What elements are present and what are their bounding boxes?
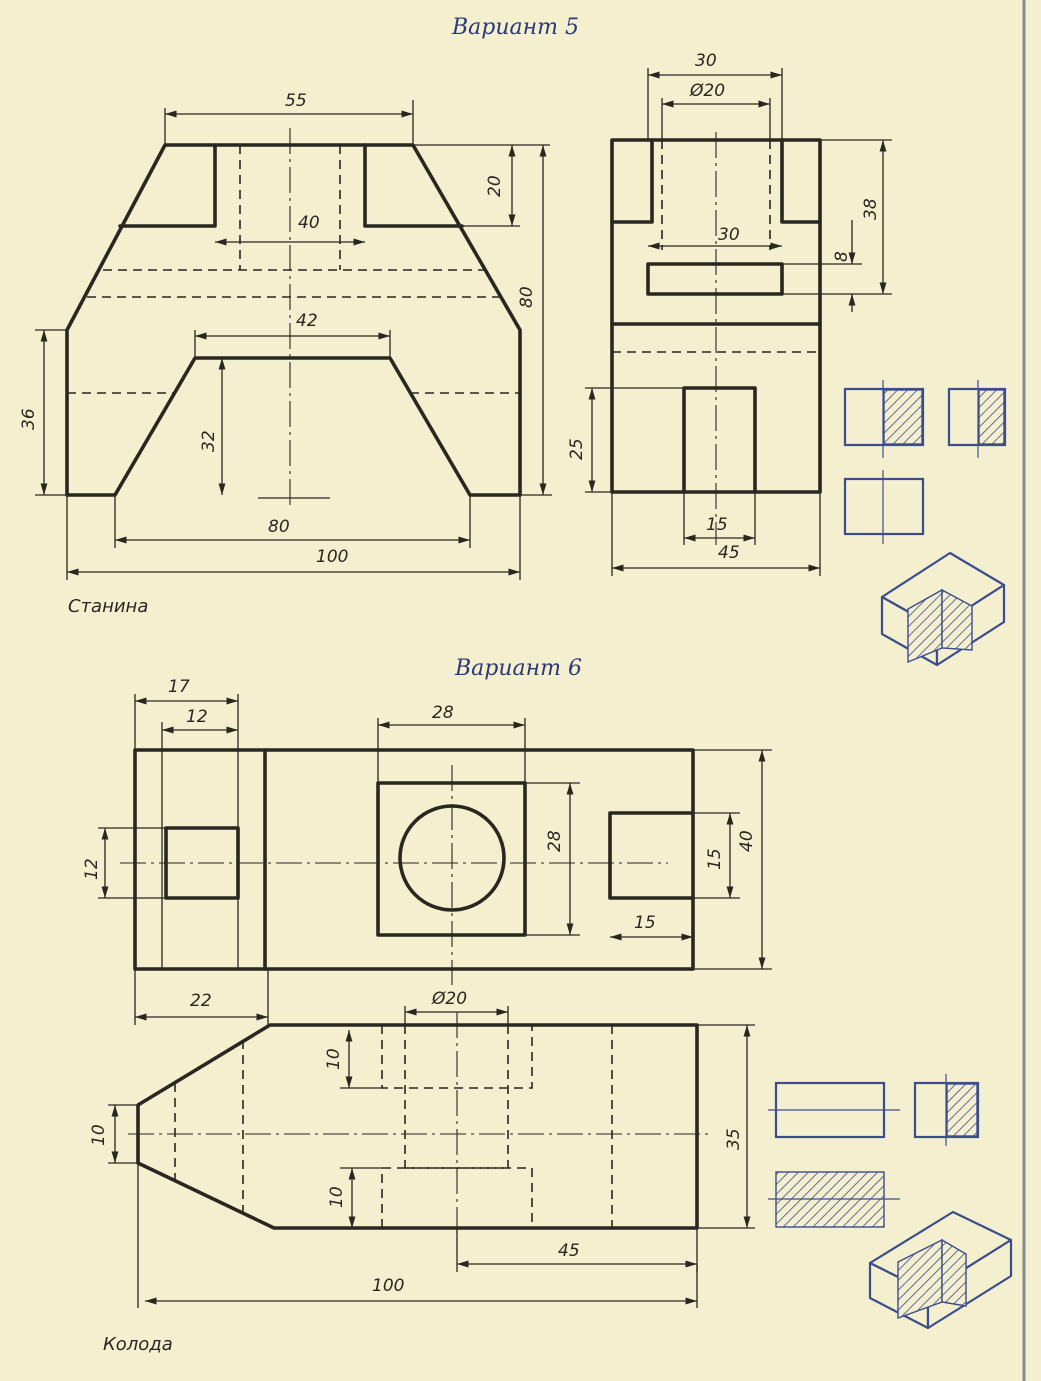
dim-10-bottom: 10 — [327, 1186, 347, 1208]
dim-55: 55 — [285, 91, 307, 111]
dim-phi20: Ø20 — [689, 81, 725, 101]
dim-80-horizontal: 80 — [268, 517, 290, 537]
dim-25: 25 — [567, 438, 587, 460]
v6-isometric-sketch — [868, 1210, 1013, 1330]
v5-section-hints — [843, 380, 1007, 544]
v5-side-dimensions: 30 Ø20 30 38 8 25 15 45 — [567, 51, 892, 576]
dim-45: 45 — [718, 543, 740, 563]
variant5-title: Вариант 5 — [451, 15, 579, 40]
v5-side-view — [610, 132, 822, 545]
v6-section-hints — [768, 1074, 980, 1228]
dim-42: 42 — [296, 311, 318, 331]
dim-12-top: 12 — [186, 707, 208, 727]
v6-front-view — [128, 1012, 712, 1240]
v5-isometric-sketch — [880, 551, 1006, 667]
v6-top-dimensions: 17 12 28 12 28 15 40 15 22 — [82, 677, 772, 1025]
dim-15: 15 — [706, 515, 728, 535]
dim-12-left: 12 — [82, 858, 102, 880]
dim-80-vertical: 80 — [517, 286, 537, 308]
v5-caption: Станина — [68, 596, 148, 617]
dim-38: 38 — [861, 198, 881, 220]
dim-10-top: 10 — [324, 1048, 344, 1070]
variant6-title: Вариант 6 — [454, 656, 582, 681]
dim-17: 17 — [168, 677, 190, 697]
dim-28-horizontal: 28 — [432, 703, 454, 723]
dim-10-left: 10 — [89, 1124, 109, 1146]
dim-32: 32 — [199, 430, 219, 452]
dim-30-middle: 30 — [718, 225, 740, 245]
dim-20: 20 — [485, 175, 505, 197]
dim-22: 22 — [190, 991, 212, 1011]
dim-30-top: 30 — [695, 51, 717, 71]
dim-40: 40 — [298, 213, 320, 233]
dim-15-vertical: 15 — [705, 848, 725, 870]
dim-phi20-v6: Ø20 — [431, 989, 467, 1009]
dim-35: 35 — [724, 1128, 744, 1150]
dim-45-v6: 45 — [558, 1241, 580, 1261]
dim-100-v6: 100 — [372, 1276, 404, 1296]
v5-front-dimensions: 55 40 20 80 42 36 32 80 100 — [19, 91, 552, 580]
v6-front-dimensions: Ø20 10 10 10 35 45 100 — [89, 989, 755, 1308]
v6-top-view — [120, 748, 695, 985]
dim-28-vertical: 28 — [545, 830, 565, 852]
dim-36: 36 — [19, 408, 39, 430]
dim-8: 8 — [832, 251, 852, 262]
dim-100: 100 — [316, 547, 348, 567]
dim-40: 40 — [737, 830, 757, 852]
v6-caption: Колода — [103, 1334, 173, 1355]
v5-front-view — [65, 128, 522, 510]
dim-15-horizontal: 15 — [634, 913, 656, 933]
